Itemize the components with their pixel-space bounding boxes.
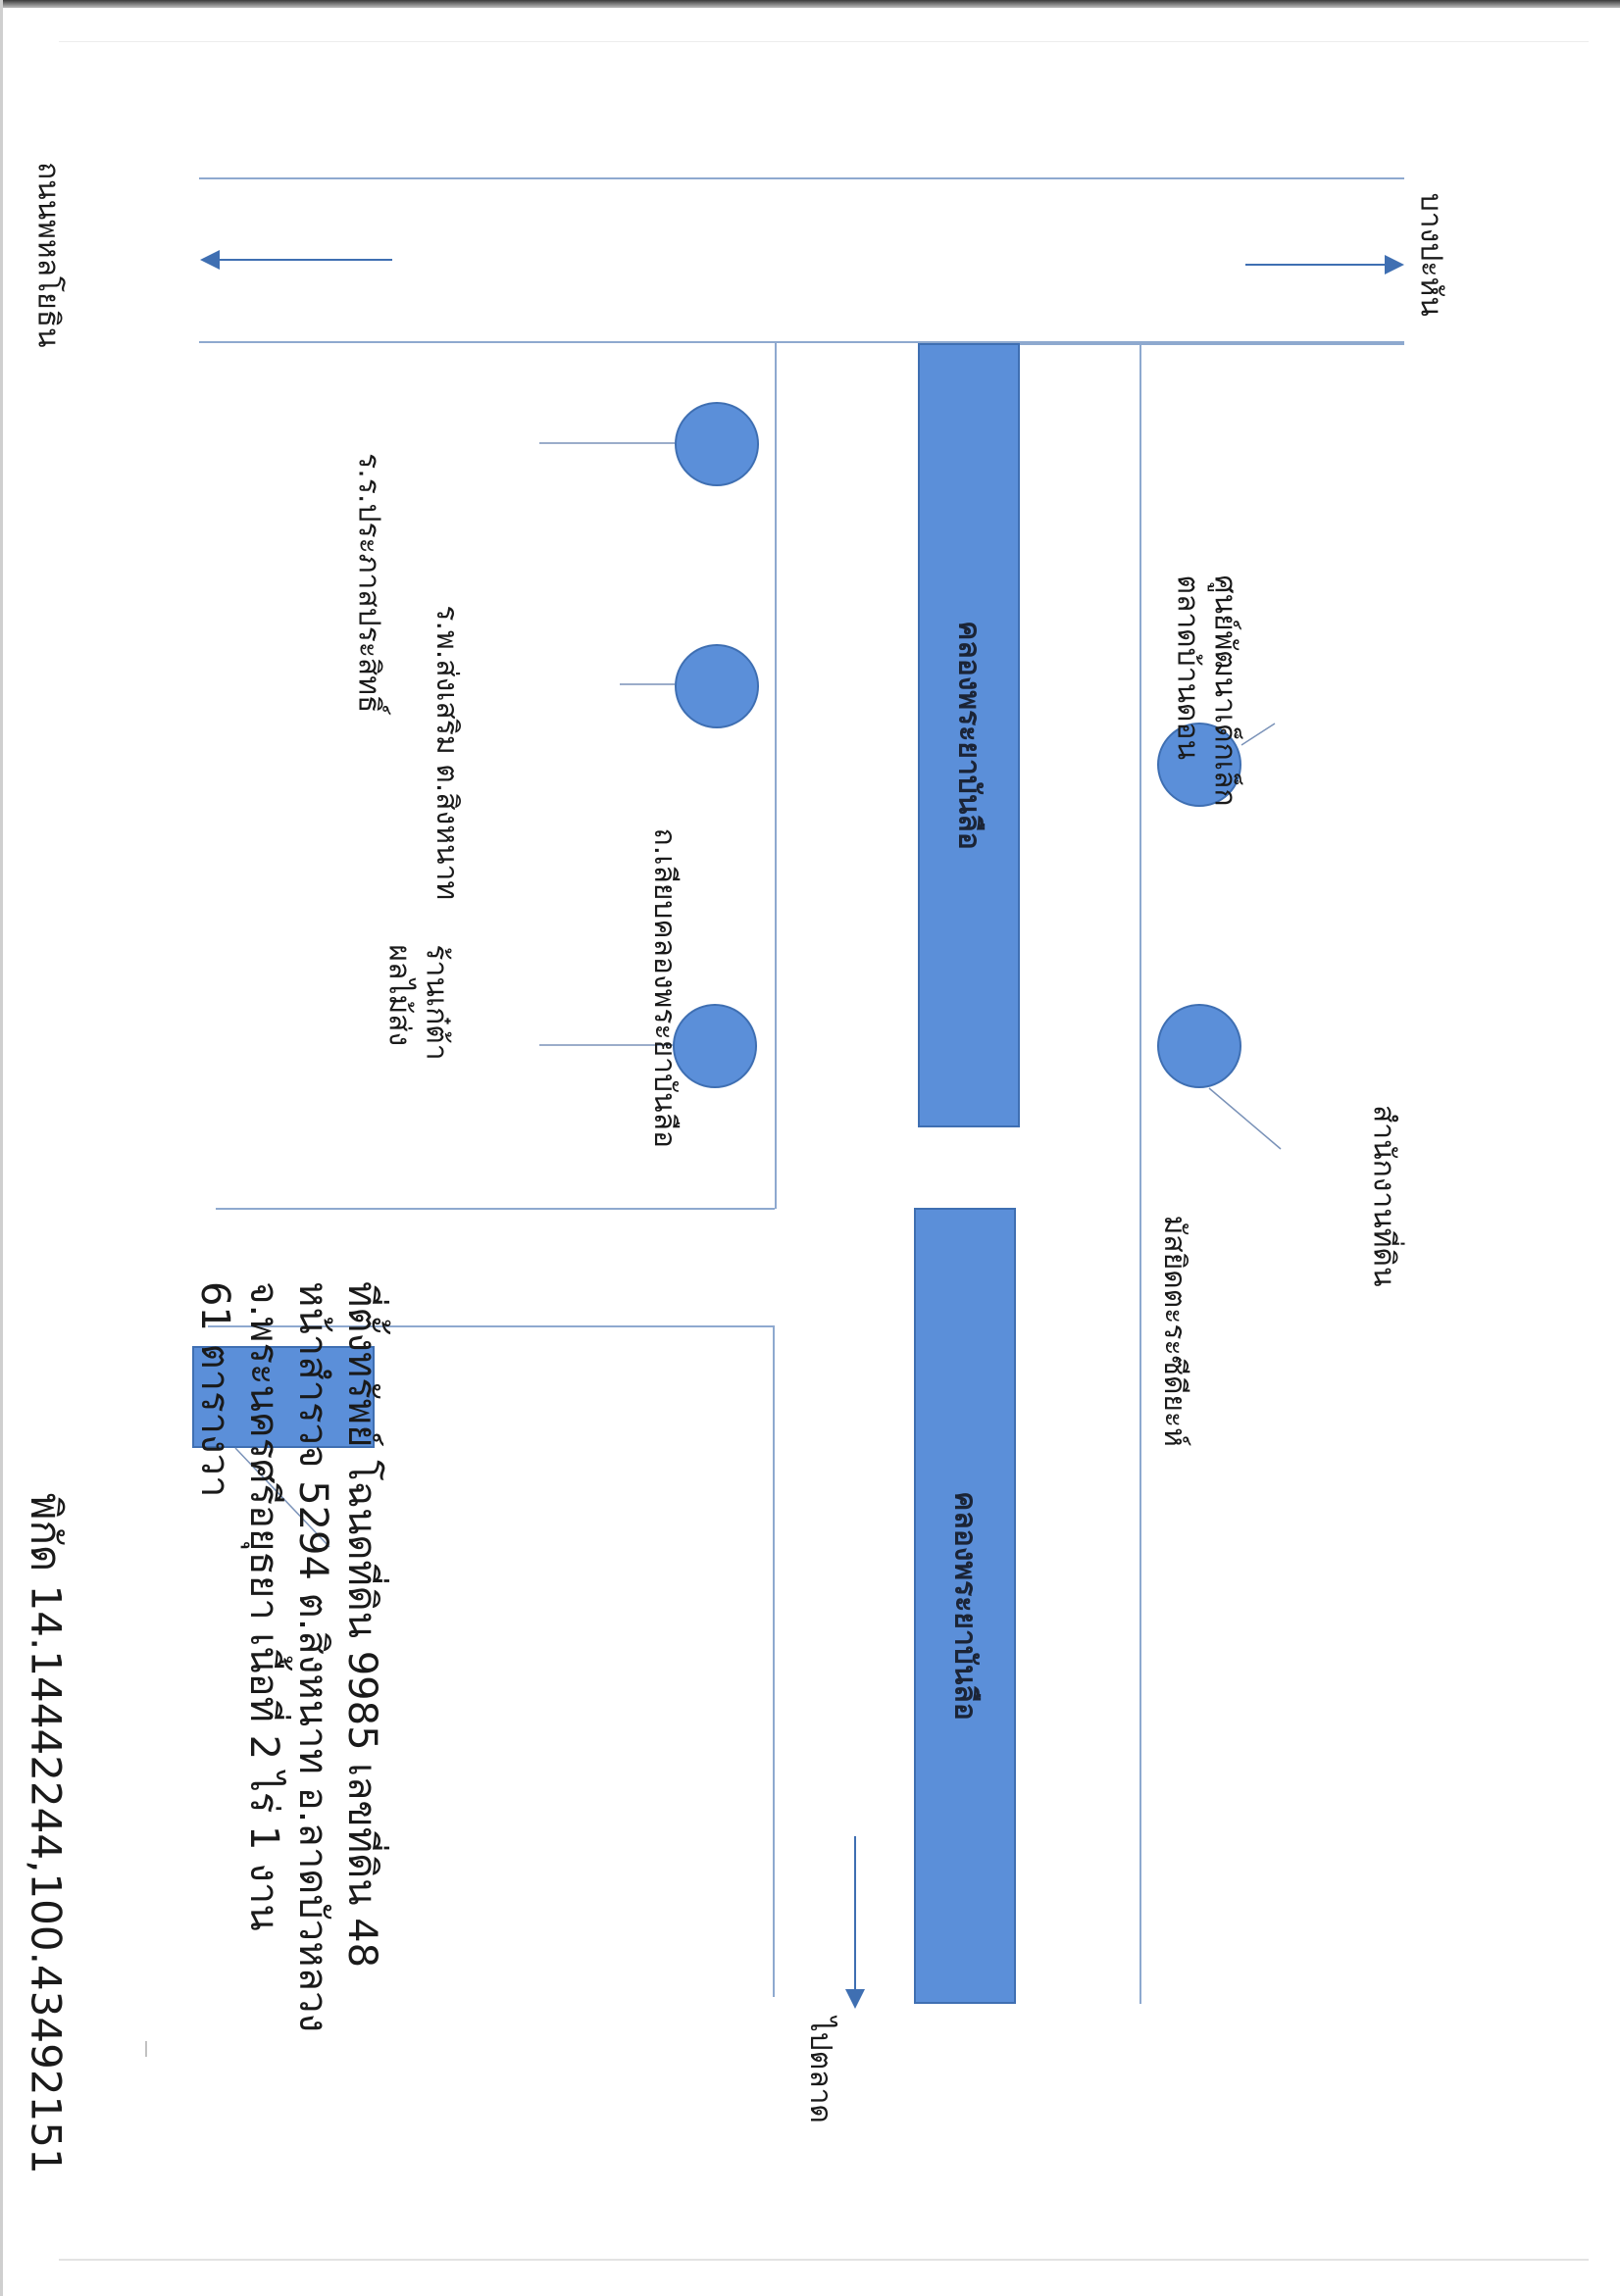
property-boundary-right: [773, 1325, 775, 1997]
label-school: ศูนย์พัฒนาเด็กเล็ก ตลาดบ้านดอน: [1169, 574, 1242, 806]
road-right-top: [1020, 343, 1404, 345]
label-canal-road: ถ.เลียบคลองพระยาบันลือ: [646, 827, 682, 1148]
label-hospital: ร.พ.ส่งเสริม ต.สิงหนาท: [429, 605, 464, 901]
label-shop-line1: ร้านเก๋ต้า: [419, 943, 454, 1061]
property-coordinates: พิกัด 14.14442244,100.43492151: [22, 1492, 71, 2174]
label-school-line1: ศูนย์พัฒนาเด็กเล็ก: [1207, 574, 1242, 807]
canal-upper: คลองพระยาบันลือ: [918, 343, 1020, 1127]
label-school-line2: ตลาดบ้านดอน: [1170, 574, 1205, 760]
property-line-3: จ.พระนครศรีอยุธยา เนื้อที่ 2 ไร่ 1 งาน: [240, 1281, 286, 1931]
marker-school: [1157, 723, 1241, 807]
label-temple: ร.ร.ประภาสประสิทธิ์: [350, 453, 385, 714]
canal-lower: คลองพระยาบันลือ: [914, 1208, 1016, 2004]
marker-hospital: [675, 644, 759, 728]
marker-temple: [675, 402, 759, 486]
road-left-bottom: [216, 1208, 775, 1210]
property-description: ที่ตั้งทรัพย์ โฉนดที่ดิน 9985 เลขที่ดิน …: [190, 1281, 386, 2032]
property-location-marker: [192, 1346, 375, 1448]
property-line-1: ที่ตั้งทรัพย์ โฉนดที่ดิน 9985 เลขที่ดิน …: [338, 1281, 384, 1969]
label-shop: ร้านเก๋ต้า ผลไม้ส่ง: [380, 944, 454, 1060]
label-shop-line2: ผลไม้ส่ง: [381, 943, 417, 1046]
leader-mosque: [1208, 1087, 1282, 1150]
road-left-top: [199, 341, 778, 343]
road-left-edge: [775, 341, 777, 1209]
canal-lower-label: คลองพระยาบันลือ: [947, 1491, 983, 1721]
leader-school: [1240, 723, 1276, 746]
marker-mosque: [1157, 1004, 1241, 1088]
label-mosque: มัสยิดตะระซีดียะห์: [1156, 1215, 1191, 1447]
scan-edge-top: [0, 0, 1620, 8]
label-bang-pahan: บางปะหัน: [1413, 192, 1448, 317]
highway-line-left: [199, 177, 1404, 179]
scan-border-bottom: [59, 2259, 1589, 2261]
marker-shop: [673, 1004, 757, 1088]
scan-border-top: [59, 41, 1589, 42]
canal-upper-label: คลองพระยาบันลือ: [951, 621, 987, 850]
property-line-4: 61 ตารางวา: [191, 1281, 237, 1498]
highway-line-right: [199, 341, 1404, 343]
label-to-market: ไปตลาด: [802, 2017, 837, 2123]
label-land-office: สำนักงานที่ดิน: [1366, 1104, 1401, 1287]
label-phahonyothin: ถนนพหลโยธิน: [30, 161, 66, 348]
scan-mark: [145, 2041, 147, 2057]
road-right-edge: [1139, 343, 1141, 2004]
scan-edge-left: [0, 0, 3, 2296]
property-boundary-top: [208, 1325, 775, 1327]
property-line-2: หน้าสำรวจ 5294 ต.สิงหนาท อ.ลาดบัวหลวง: [289, 1281, 335, 2032]
